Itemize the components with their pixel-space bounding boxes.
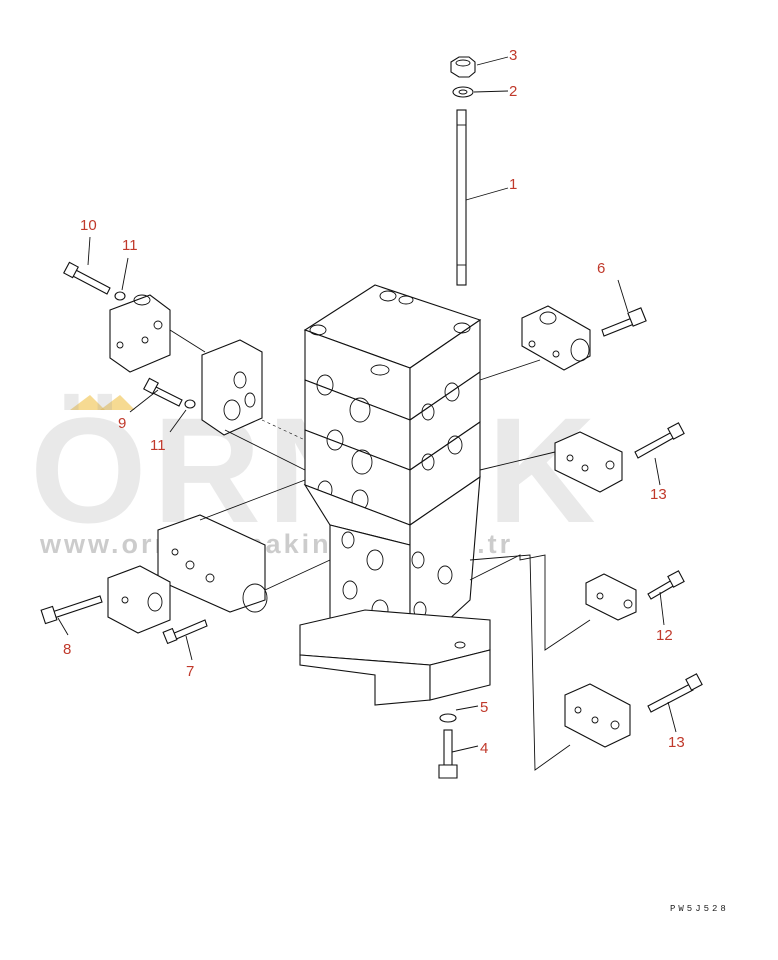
callout-11-upper: 11 [122, 237, 138, 254]
callout-2: 2 [509, 83, 517, 100]
callout-1: 1 [509, 176, 517, 193]
callout-3: 3 [509, 47, 517, 64]
bolt-8 [40, 595, 103, 625]
bolt-10 [63, 261, 111, 295]
washer-11a [114, 291, 126, 301]
reference-lines [169, 329, 591, 771]
callout-12: 12 [656, 627, 673, 644]
drawing-code: PW5J528 [670, 904, 729, 914]
callout-13-lower: 13 [668, 734, 685, 751]
callout-4: 4 [480, 740, 488, 757]
callout-13-upper: 13 [650, 486, 667, 503]
lower-left-block [107, 565, 171, 634]
bolt-9 [143, 377, 183, 407]
upper-left-plate [201, 339, 263, 436]
watermark-accent-right [100, 395, 135, 410]
callout-5: 5 [480, 699, 488, 716]
right-block-middle [585, 573, 637, 621]
callout-9: 9 [118, 415, 126, 432]
bolt-13b [647, 673, 703, 713]
control-valve-body [299, 284, 491, 706]
callout-8: 8 [63, 641, 71, 658]
washer-11b [184, 399, 196, 409]
right-block-lower [564, 683, 631, 748]
callout-11-lower: 11 [150, 437, 166, 454]
watermark-accent-left [70, 395, 105, 410]
bottom-washer [439, 713, 457, 723]
right-cover [521, 305, 591, 371]
nut [450, 56, 476, 78]
bottom-bolt [438, 729, 458, 779]
callout-labels: 3 2 1 6 10 11 9 11 8 7 5 4 13 12 13 [63, 47, 685, 757]
callout-7: 7 [186, 663, 194, 680]
bolt-7 [162, 619, 208, 645]
bolt-6 [601, 307, 647, 337]
bolt-12 [647, 570, 685, 600]
stud-bolt [456, 109, 467, 286]
callout-6: 6 [597, 260, 605, 277]
upper-left-block [109, 294, 171, 373]
right-block-upper [554, 431, 623, 493]
bolt-13a [634, 422, 685, 459]
washer [452, 86, 474, 98]
callout-10: 10 [80, 217, 97, 234]
callout-leaders [57, 56, 677, 753]
